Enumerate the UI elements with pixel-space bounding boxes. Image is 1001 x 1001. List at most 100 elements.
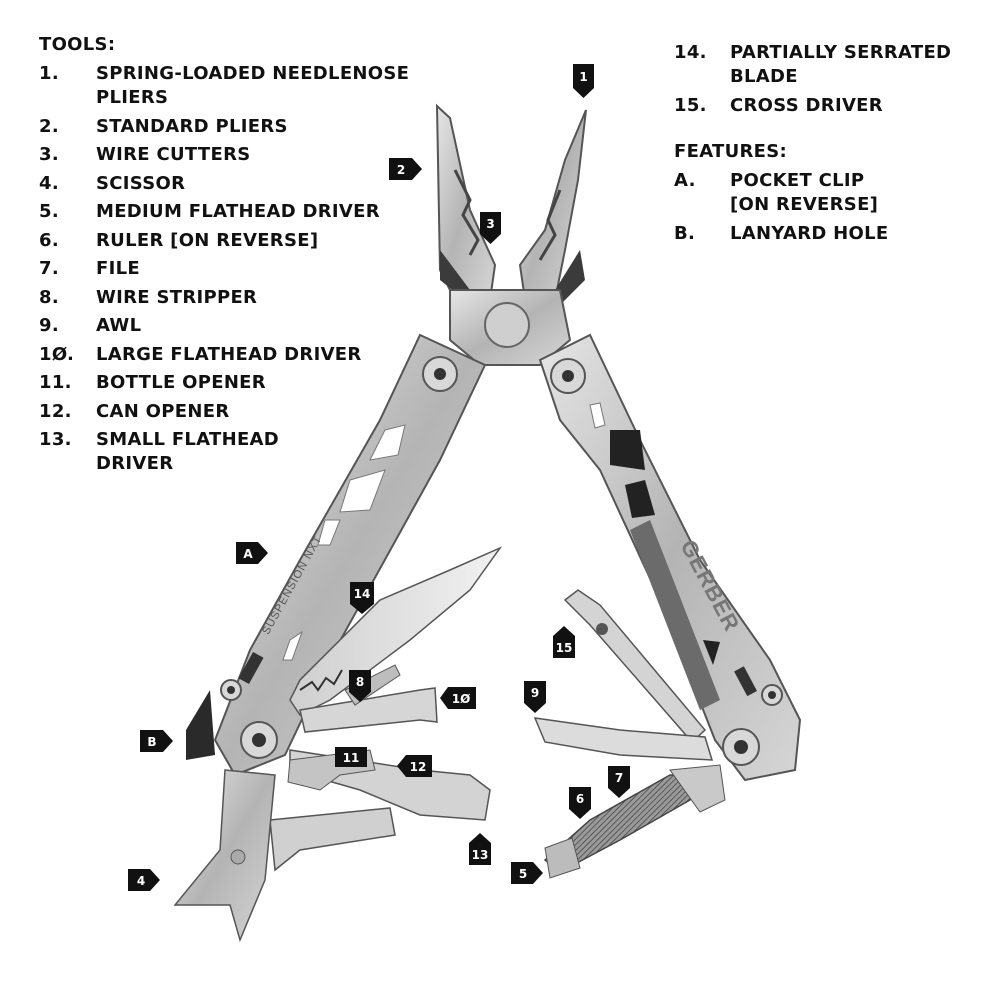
svg-text:11: 11: [343, 751, 360, 765]
svg-text:B: B: [147, 735, 156, 749]
svg-text:14: 14: [354, 587, 371, 601]
list-item: 1Ø. LARGE FLATHEAD DRIVER: [39, 343, 429, 367]
item-number: 2.: [39, 115, 59, 137]
callouts: 1 2 3 4 5 6 7 8: [128, 64, 630, 891]
list-item: 15. CROSS DRIVER: [674, 94, 994, 118]
item-label: SMALL FLATHEAD DRIVER: [96, 429, 280, 474]
item-label: RULER [ON REVERSE]: [96, 229, 319, 251]
item-letter: B.: [674, 222, 696, 244]
list-item: 14. PARTIALLY SERRATED BLADE: [674, 41, 994, 89]
callout-13: 13: [469, 833, 491, 865]
tools-list: TOOLS: 1. SPRING-LOADED NEEDLENOSE PLIERS…: [39, 34, 429, 481]
item-number: 8.: [39, 286, 59, 308]
svg-text:2: 2: [397, 163, 405, 177]
item-label: LANYARD HOLE: [730, 222, 889, 244]
item-label: AWL: [96, 315, 142, 336]
list-item: 3. WIRE CUTTERS: [39, 143, 429, 167]
item-number: 9.: [39, 315, 59, 336]
callout-A: A: [236, 542, 268, 564]
item-label: PARTIALLY SERRATED BLADE: [730, 42, 952, 87]
svg-text:9: 9: [531, 686, 539, 700]
list-item: 2. STANDARD PLIERS: [39, 115, 429, 139]
scissor: [173, 769, 276, 943]
item-label: CAN OPENER: [96, 400, 230, 422]
list-item: B. LANYARD HOLE: [674, 222, 994, 246]
callout-1: 1: [573, 64, 594, 98]
callout-14: 14: [350, 582, 374, 614]
callout-10: 1Ø: [440, 687, 476, 709]
list-item: 12. CAN OPENER: [39, 400, 429, 424]
item-number: 12.: [39, 400, 72, 422]
item-label: FILE: [96, 258, 140, 279]
item-label: BOTTLE OPENER: [96, 372, 266, 393]
item-label: MEDIUM FLATHEAD DRIVER: [96, 201, 380, 222]
item-label: SCISSOR: [96, 172, 186, 194]
small-flathead-driver: [269, 807, 396, 872]
callout-B: B: [140, 730, 173, 752]
item-label: CROSS DRIVER: [730, 94, 883, 116]
list-item: 4.SCISSOR: [39, 172, 429, 196]
list-item: 11. BOTTLE OPENER: [39, 371, 429, 395]
svg-text:7: 7: [615, 771, 623, 785]
pliers-jaws: [435, 103, 587, 366]
list-item: 1. SPRING-LOADED NEEDLENOSE PLIERS: [39, 62, 429, 110]
list-item: 7. FILE: [39, 257, 429, 281]
svg-text:4: 4: [137, 874, 145, 888]
list-item: 9. AWL: [39, 314, 429, 338]
svg-text:12: 12: [410, 760, 427, 774]
item-number: 1.: [39, 63, 59, 84]
list-item: 5. MEDIUM FLATHEAD DRIVER: [39, 200, 429, 224]
callout-11: 11: [335, 747, 367, 767]
list-item: 6. RULER [ON REVERSE]: [39, 229, 429, 253]
svg-text:1: 1: [579, 70, 587, 84]
callout-6: 6: [569, 787, 591, 819]
svg-text:15: 15: [556, 641, 573, 655]
right-tool-fan: [533, 589, 726, 879]
callout-7: 7: [608, 766, 630, 798]
svg-text:13: 13: [472, 848, 489, 862]
item-label: WIRE CUTTERS: [96, 144, 251, 165]
features-list: FEATURES: A. POCKET CLIP [ON REVERSE] B. L…: [674, 141, 994, 250]
item-number: 7.: [39, 258, 59, 279]
callout-9: 9: [524, 681, 546, 713]
svg-text:3: 3: [486, 217, 494, 231]
lanyard-hole: [186, 690, 215, 760]
callout-5: 5: [511, 862, 543, 884]
tools-list-continued: 14. PARTIALLY SERRATED BLADE 15. CROSS DRI…: [674, 41, 994, 122]
callout-2: 2: [389, 158, 422, 180]
callout-12: 12: [397, 755, 432, 777]
pivot-rivet: [484, 302, 530, 348]
item-number: 14.: [674, 42, 707, 63]
svg-text:1Ø: 1Ø: [452, 692, 471, 706]
large-flathead-driver: [299, 687, 438, 733]
list-item: 8. WIRE STRIPPER: [39, 286, 429, 310]
callout-4: 4: [128, 869, 160, 891]
svg-text:8: 8: [356, 675, 364, 689]
item-number: 11.: [39, 372, 72, 393]
list-item: 13. SMALL FLATHEAD DRIVER: [39, 428, 429, 476]
item-number: 1Ø.: [39, 343, 75, 365]
medium-flathead-driver: [544, 837, 581, 879]
features-heading: FEATURES:: [674, 141, 788, 162]
item-label: LARGE FLATHEAD DRIVER: [96, 343, 362, 365]
right-handle: GERBER: [538, 333, 802, 782]
item-letter: A.: [674, 170, 696, 191]
item-label: STANDARD PLIERS: [96, 115, 288, 137]
list-item: A. POCKET CLIP [ON REVERSE]: [674, 169, 994, 217]
item-label: WIRE STRIPPER: [96, 286, 258, 308]
item-number: 3.: [39, 144, 59, 165]
item-number: 15.: [674, 94, 707, 116]
item-label: SPRING-LOADED NEEDLENOSE PLIERS: [96, 63, 410, 108]
callout-8: 8: [349, 670, 371, 702]
tools-heading: TOOLS:: [39, 34, 116, 55]
svg-text:6: 6: [576, 792, 584, 806]
item-label: POCKET CLIP [ON REVERSE]: [730, 170, 879, 215]
callout-3: 3: [480, 212, 501, 244]
svg-text:5: 5: [519, 867, 527, 881]
item-number: 13.: [39, 429, 72, 450]
svg-text:A: A: [243, 547, 253, 561]
item-number: 5.: [39, 201, 59, 222]
left-tool-fan: [173, 546, 503, 943]
item-number: 6.: [39, 229, 59, 251]
